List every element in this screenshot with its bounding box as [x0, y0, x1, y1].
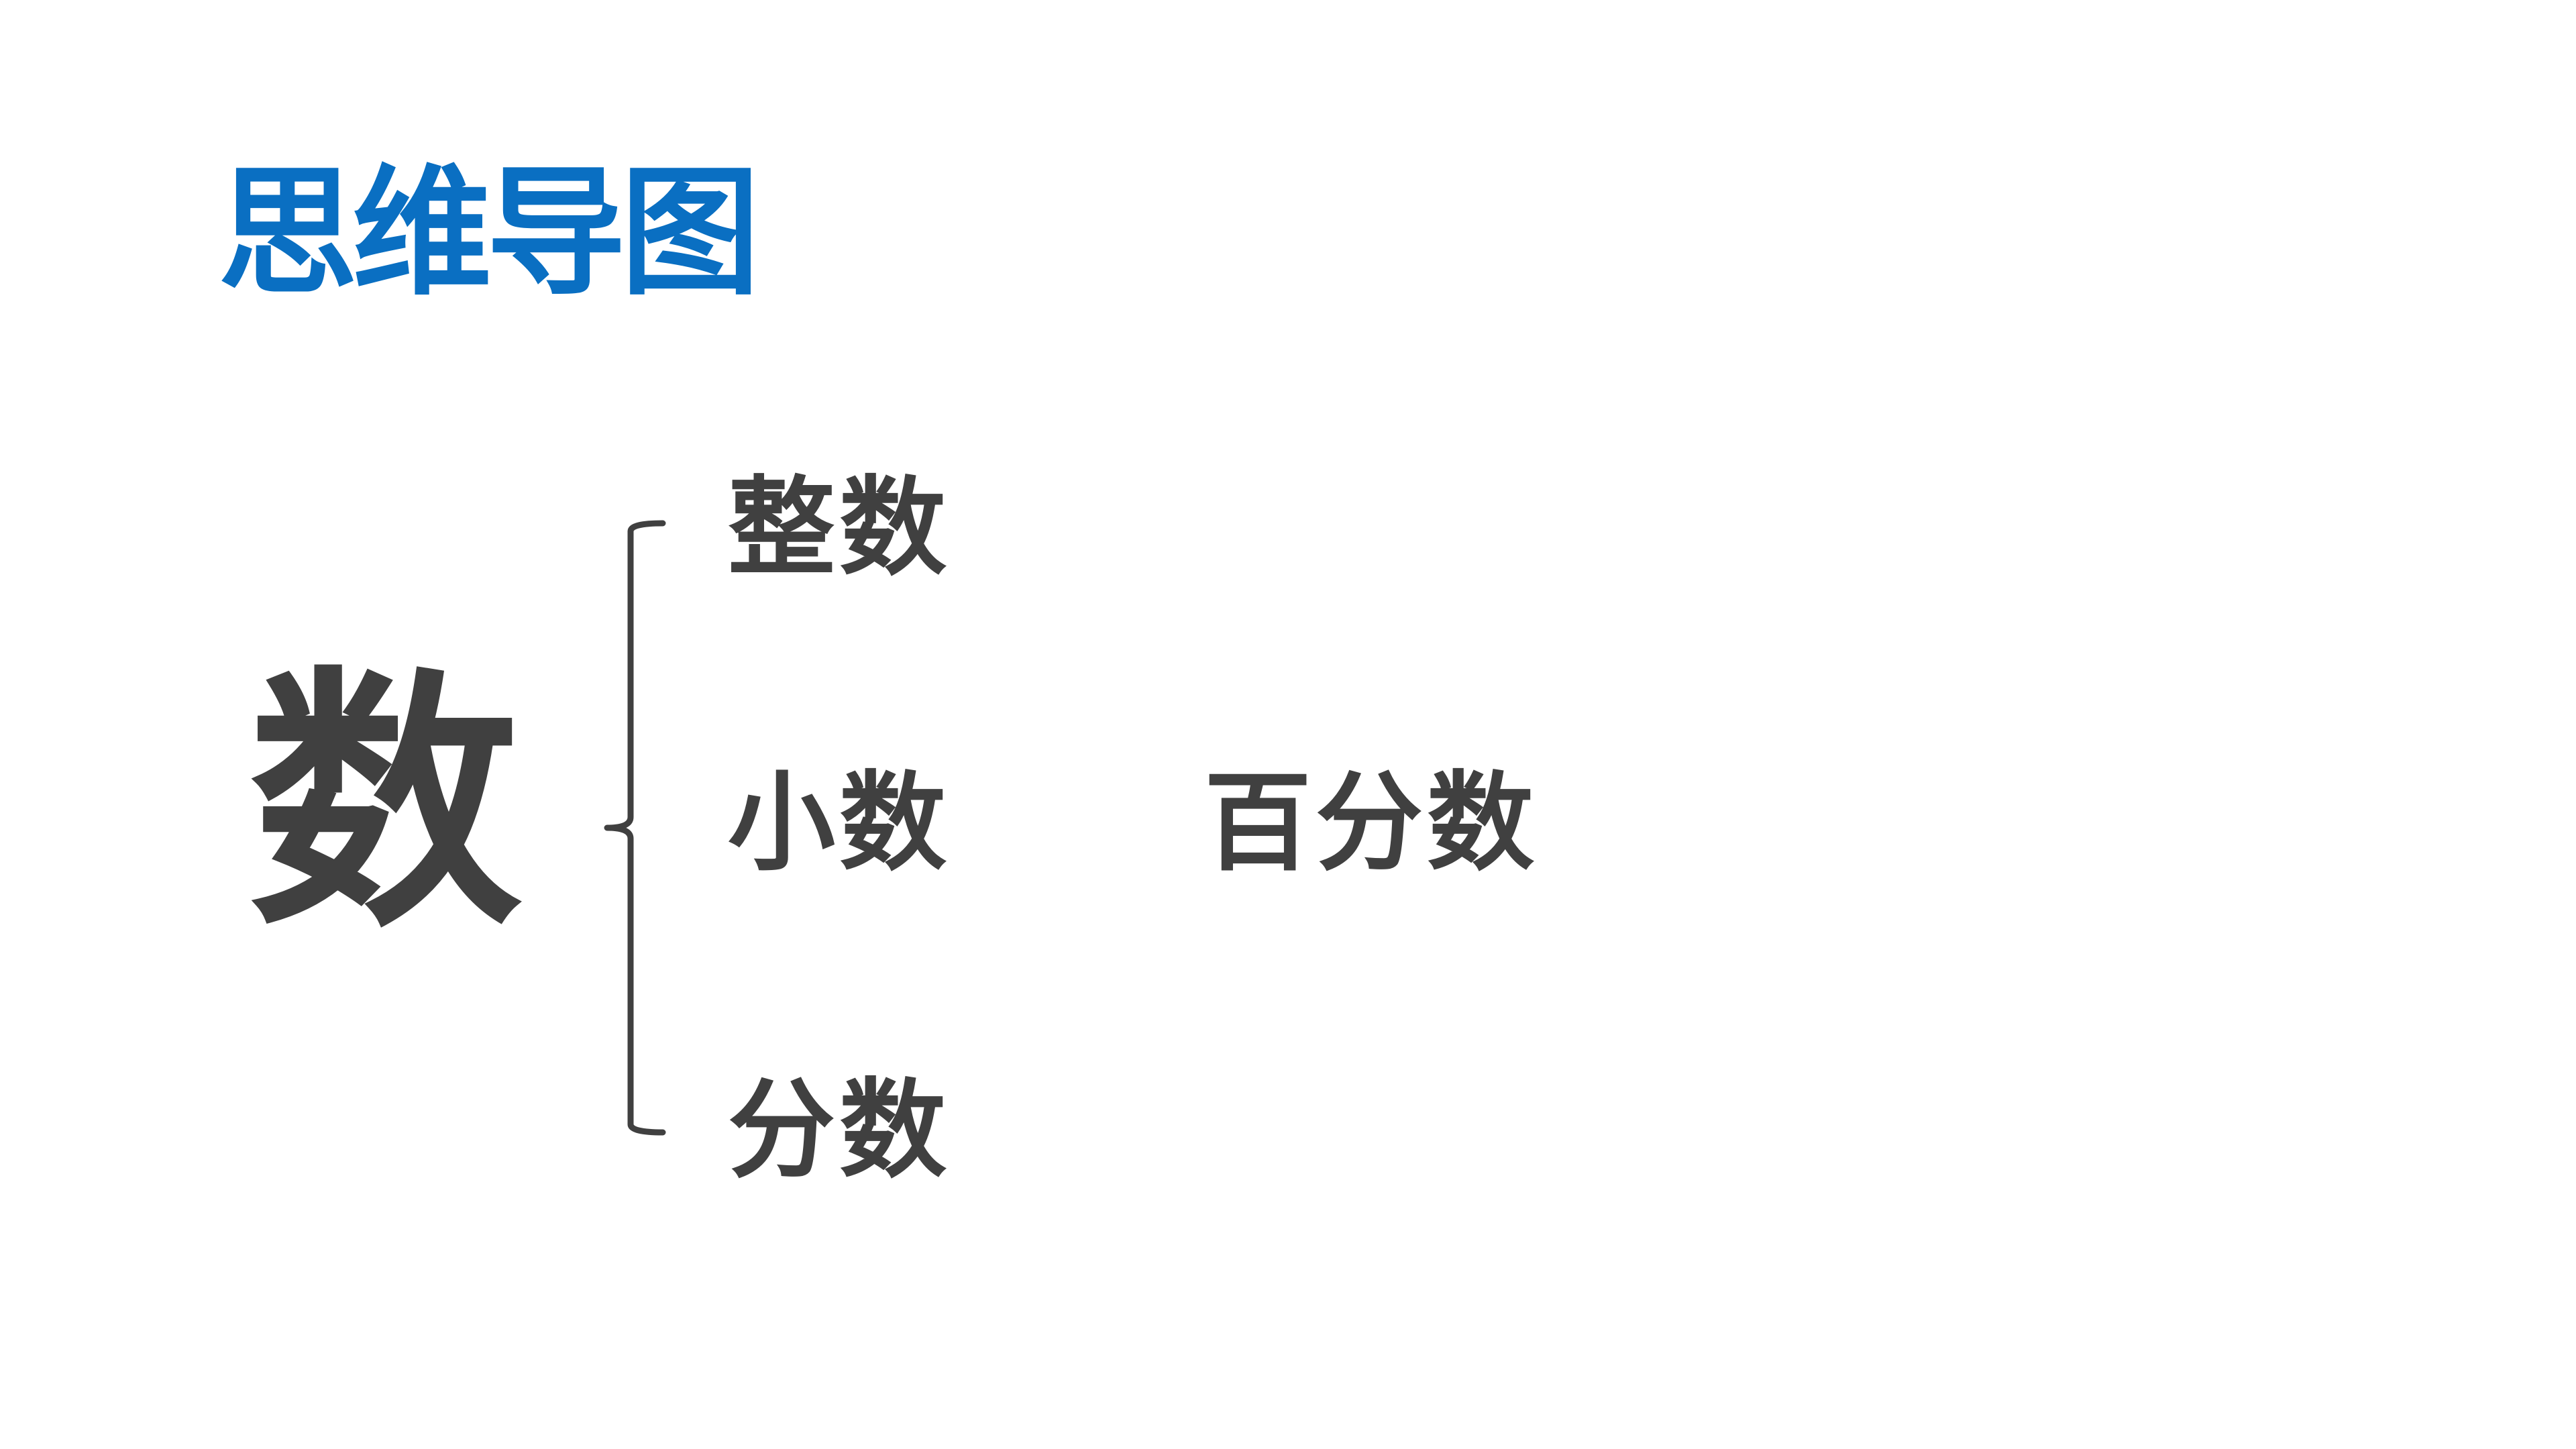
branch-integer: 整数 [728, 465, 951, 590]
branch-decimal: 小数 [728, 760, 951, 885]
related-percent: 百分数 [1204, 760, 1539, 885]
curly-brace [604, 520, 666, 1136]
page-title: 思维导图 [218, 152, 760, 315]
branch-fraction: 分数 [728, 1067, 951, 1193]
root-node: 数 [248, 645, 522, 964]
